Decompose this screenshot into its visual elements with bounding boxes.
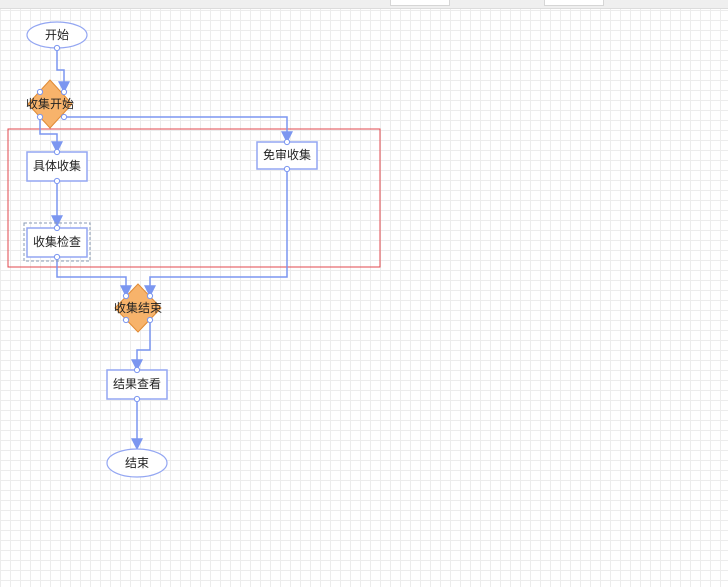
node-result-view-label: 结果查看 [113, 377, 161, 391]
node-collect-start-label: 收集开始 [26, 96, 74, 111]
edge-collect-start-to-specific [39, 117, 63, 154]
node-end-label: 结束 [125, 456, 149, 470]
edge-exempt-to-end-gateway [144, 169, 288, 298]
node-exempt-collect-label: 免审收集 [263, 147, 311, 162]
connectors [39, 48, 293, 451]
node-start-label: 开始 [45, 28, 69, 42]
swimlane-group[interactable] [7, 128, 381, 268]
node-collect-end-label: 收集结束 [114, 300, 162, 315]
toolbar-tab[interactable] [390, 0, 450, 6]
node-collect-check[interactable]: 收集检查 [23, 222, 91, 262]
top-toolbar [0, 0, 728, 9]
node-specific-collect[interactable]: 具体收集 [26, 148, 88, 185]
edge-check-to-end-gateway [56, 257, 132, 298]
edge-end-gateway-to-result [131, 320, 151, 372]
node-end[interactable]: 结束 [106, 448, 168, 478]
node-result-view[interactable]: 结果查看 [106, 366, 168, 403]
node-exempt-collect[interactable]: 免审收集 [256, 138, 318, 173]
node-specific-collect-label: 具体收集 [33, 158, 81, 173]
toolbar-tab[interactable] [544, 0, 604, 6]
selection-outline [23, 222, 91, 262]
node-start[interactable]: 开始 [26, 21, 88, 52]
edge-start-to-collect-start [56, 48, 70, 94]
node-collect-end-gateway[interactable]: 收集结束 [114, 283, 162, 333]
node-collect-check-label: 收集检查 [33, 234, 81, 249]
edge-collect-start-to-exempt [64, 116, 293, 144]
node-collect-start-gateway[interactable]: 收集开始 [26, 79, 74, 129]
